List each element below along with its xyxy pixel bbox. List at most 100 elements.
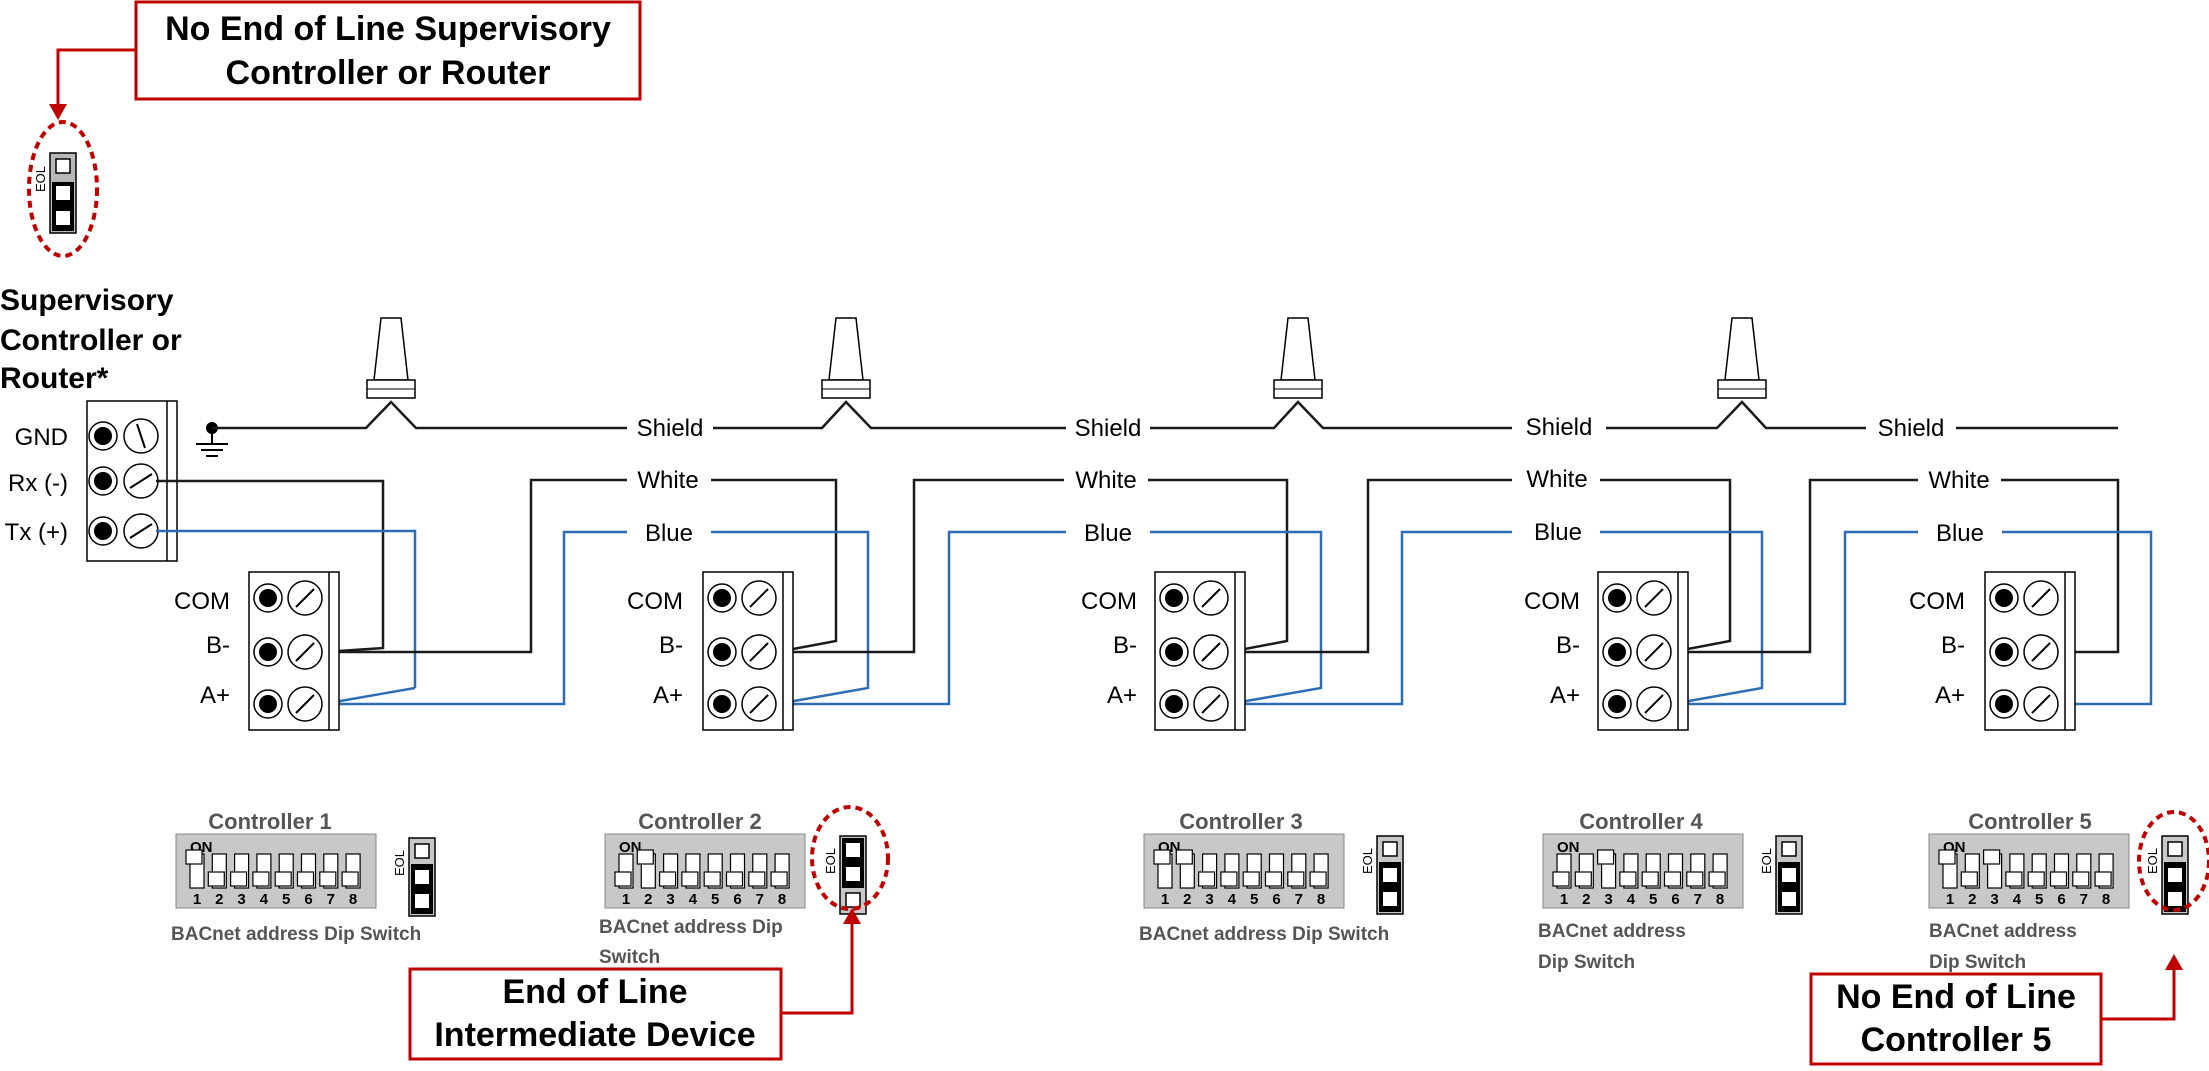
dip-number: 4 bbox=[2013, 891, 2022, 908]
dip-toggle bbox=[1596, 849, 1615, 865]
dip-number: 3 bbox=[1205, 891, 1213, 908]
eol-pin bbox=[1382, 841, 1398, 857]
terminal-terminal-dot bbox=[1995, 643, 2013, 661]
terminal-label-com: COM bbox=[1909, 588, 1965, 615]
dip-toggle bbox=[1619, 871, 1637, 887]
dip-number: 8 bbox=[1317, 891, 1325, 908]
terminal-screw-slot bbox=[1201, 694, 1221, 714]
shield-label-4: Shield bbox=[1878, 415, 1945, 442]
dip-toggle bbox=[252, 871, 270, 887]
dip-number: 3 bbox=[237, 891, 245, 908]
terminal-label-com: COM bbox=[1081, 588, 1137, 615]
shield-label-3: Shield bbox=[1526, 414, 1593, 441]
dip-toggle bbox=[1552, 871, 1570, 887]
wire-nuts bbox=[366, 317, 1767, 399]
mid-callout-arrow-line bbox=[781, 920, 854, 1015]
dip-toggle bbox=[636, 849, 654, 865]
dip-number: 3 bbox=[1604, 891, 1612, 908]
dip-on-label: ON bbox=[619, 839, 642, 856]
dip-number: 7 bbox=[756, 891, 764, 908]
dip-caption-line1: BACnet address Dip Switch bbox=[1139, 924, 1389, 945]
supervisory-terminal-rx: Rx (-) bbox=[8, 470, 68, 497]
dip-toggle bbox=[2094, 871, 2112, 887]
dip-caption-line1: BACnet address bbox=[1538, 921, 1686, 942]
dip-toggle bbox=[1242, 871, 1260, 887]
right-callout: No End of Line Controller 5 bbox=[1809, 954, 2183, 1066]
dip-caption-line2: Switch bbox=[599, 947, 660, 968]
dip-number: 5 bbox=[1250, 891, 1258, 908]
dip-number: 1 bbox=[622, 891, 630, 908]
terminal-label-b: B- bbox=[206, 632, 230, 659]
dip-toggle bbox=[2027, 871, 2045, 887]
terminal-screw-slot bbox=[1644, 642, 1664, 662]
terminal-terminal-dot bbox=[259, 589, 277, 607]
eol-pin bbox=[1383, 868, 1397, 882]
eol-pin bbox=[2168, 892, 2182, 906]
mid-callout-line2: Intermediate Device bbox=[434, 1016, 755, 1054]
sup-screw-slot bbox=[129, 523, 153, 539]
dip-toggle bbox=[1153, 849, 1171, 865]
terminal-terminal-dot bbox=[259, 643, 277, 661]
c2-b-out bbox=[777, 478, 1064, 654]
terminal-label-com: COM bbox=[1524, 588, 1580, 615]
dip-toggle bbox=[1264, 871, 1283, 887]
terminal-terminal-dot bbox=[713, 643, 731, 661]
wire-nut-icon bbox=[1717, 317, 1767, 399]
controller2-eol-highlight bbox=[810, 805, 890, 911]
supervisory-terminal-gnd: GND bbox=[15, 424, 68, 451]
eol-label: EOL bbox=[392, 850, 407, 876]
tx-wire bbox=[156, 529, 417, 688]
dip-number: 4 bbox=[689, 891, 698, 908]
terminal-screw-slot bbox=[2031, 694, 2051, 714]
dip-caption-line1: BACnet address Dip Switch bbox=[171, 924, 421, 945]
terminal-label-a: A+ bbox=[1550, 682, 1580, 709]
terminal-terminal-dot bbox=[1995, 589, 2013, 607]
dip-toggle bbox=[2049, 871, 2068, 887]
eol-pin bbox=[2167, 841, 2183, 857]
terminal-screw-slot bbox=[295, 588, 315, 608]
dip-toggle bbox=[207, 871, 225, 887]
dip-number: 2 bbox=[644, 891, 652, 908]
dip-toggle bbox=[2005, 871, 2023, 887]
dip-number: 8 bbox=[349, 891, 357, 908]
supervisory-title-line2: Controller or bbox=[0, 324, 182, 357]
eol-pin bbox=[1782, 868, 1796, 882]
dip-toggle bbox=[725, 871, 744, 887]
dip-number: 2 bbox=[215, 891, 223, 908]
dip-number: 3 bbox=[666, 891, 674, 908]
dip-toggle bbox=[703, 871, 721, 887]
dip-toggle bbox=[341, 871, 359, 887]
terminal-screw-slot bbox=[295, 694, 315, 714]
dip-number: 7 bbox=[1295, 891, 1303, 908]
c2-a-in bbox=[711, 530, 870, 706]
dip-toggle bbox=[296, 871, 315, 887]
terminal-label-a: A+ bbox=[1935, 682, 1965, 709]
blue-label-3: Blue bbox=[1534, 519, 1582, 546]
dip-toggle bbox=[274, 871, 292, 887]
dip-toggle bbox=[1641, 871, 1659, 887]
dip-caption-line1: BACnet address Dip bbox=[599, 917, 783, 938]
dip-number: 7 bbox=[327, 891, 335, 908]
top-callout-box bbox=[134, 0, 642, 101]
dip-number: 5 bbox=[2035, 891, 2043, 908]
wire-nut-body bbox=[373, 317, 409, 381]
dip-caption-line1: BACnet address bbox=[1929, 921, 2077, 942]
terminal-label-b: B- bbox=[659, 632, 683, 659]
dip-toggle bbox=[1960, 871, 1978, 887]
dip-toggle bbox=[1686, 871, 1704, 887]
dip-toggle bbox=[1220, 871, 1238, 887]
controller-4-terminal-block: COM B- A+ bbox=[1524, 571, 1689, 731]
right-callout-line1: No End of Line bbox=[1836, 978, 2076, 1016]
dip-number: 7 bbox=[2080, 891, 2088, 908]
controller-name: Controller 4 bbox=[1579, 809, 1703, 834]
eol-label: EOL bbox=[823, 848, 838, 874]
terminal-label-b: B- bbox=[1556, 632, 1580, 659]
dip-toggle bbox=[1309, 871, 1327, 887]
eol-pin bbox=[846, 843, 860, 857]
mid-callout-box bbox=[408, 967, 783, 1061]
